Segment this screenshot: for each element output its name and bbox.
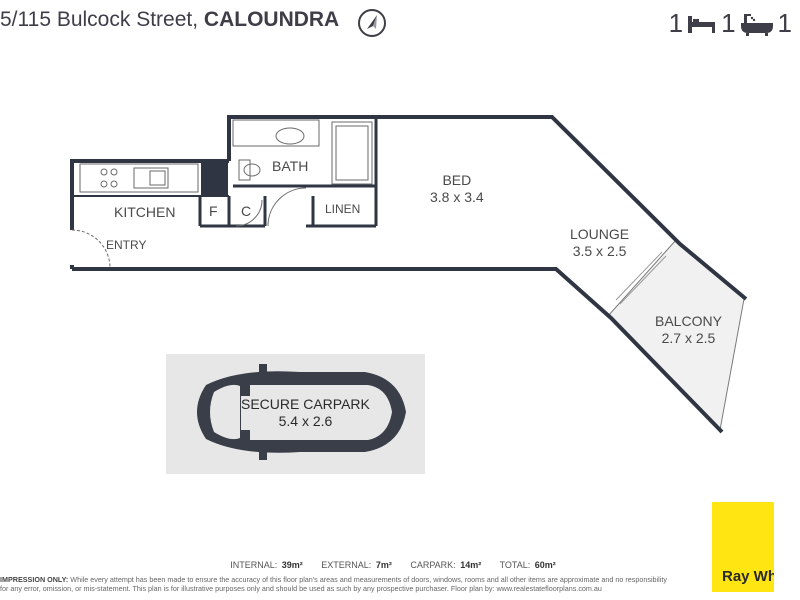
entry-label: ENTRY xyxy=(106,238,147,252)
lounge-size: 3.5 x 2.5 xyxy=(572,243,627,259)
room-carpark: SECURE CARPARK 5.4 x 2.6 xyxy=(241,396,370,430)
disclaimer-lead: IMPRESSION ONLY: xyxy=(0,575,69,584)
bath-label: BATH xyxy=(272,158,309,174)
disclaimer-line-1: While every attempt has been made to ens… xyxy=(70,575,667,584)
property-features: 1 1 1 xyxy=(669,8,792,39)
room-kitchen: KITCHEN xyxy=(114,204,175,221)
property-address: 5/115 Bulcock Street, CALOUNDRA xyxy=(0,8,339,32)
kitchen-label: KITCHEN xyxy=(114,204,176,220)
north-compass-icon xyxy=(358,9,386,37)
external-label: EXTERNAL: xyxy=(321,560,372,570)
balcony-label: BALCONY xyxy=(655,313,722,329)
room-linen: LINEN xyxy=(325,201,360,218)
fridge-label: F xyxy=(209,203,218,219)
room-cupboard: C xyxy=(241,203,251,220)
external-value: 7m² xyxy=(375,560,392,570)
room-lounge: LOUNGE 3.5 x 2.5 xyxy=(570,226,629,260)
total-label: TOTAL: xyxy=(499,560,531,570)
cupboard-label: C xyxy=(241,203,252,219)
internal-label: INTERNAL: xyxy=(230,560,278,570)
bed-size: 3.8 x 3.4 xyxy=(430,189,484,205)
carpark-size: 5.4 x 2.6 xyxy=(278,413,333,429)
room-bath: BATH xyxy=(272,158,308,175)
balcony-size: 2.7 x 2.5 xyxy=(661,330,716,346)
brand-name: Ray White xyxy=(722,568,774,585)
room-entry: ENTRY xyxy=(106,237,146,254)
bed-label: BED xyxy=(442,172,472,188)
bathroom-count: 1 xyxy=(721,8,736,38)
room-balcony: BALCONY 2.7 x 2.5 xyxy=(655,313,722,347)
room-bed: BED 3.8 x 3.4 xyxy=(430,172,484,206)
disclaimer: IMPRESSION ONLY: While every attempt has… xyxy=(0,575,700,593)
area-totals: INTERNAL: 39m² EXTERNAL: 7m² CARPARK: 14… xyxy=(0,560,800,570)
street-address: 5/115 Bulcock Street, xyxy=(0,8,199,31)
bedroom-count: 1 xyxy=(668,8,684,38)
suburb: CALOUNDRA xyxy=(203,8,340,31)
carpark-total-label: CARPARK: xyxy=(410,560,456,570)
bed-icon xyxy=(687,13,717,35)
total-value: 60m² xyxy=(534,560,556,570)
lounge-label: LOUNGE xyxy=(570,226,630,242)
carpark-label: SECURE CARPARK xyxy=(241,396,370,412)
disclaimer-line-2: for any error, omission, or mis-statemen… xyxy=(0,584,602,593)
brand-logo: Ray White xyxy=(712,502,774,592)
room-fridge: F xyxy=(209,203,218,220)
carpark-total-value: 14m² xyxy=(460,560,482,570)
bath-icon xyxy=(740,12,774,36)
internal-value: 39m² xyxy=(281,560,303,570)
linen-label: LINEN xyxy=(325,202,361,216)
car-count: 1 xyxy=(777,8,792,38)
